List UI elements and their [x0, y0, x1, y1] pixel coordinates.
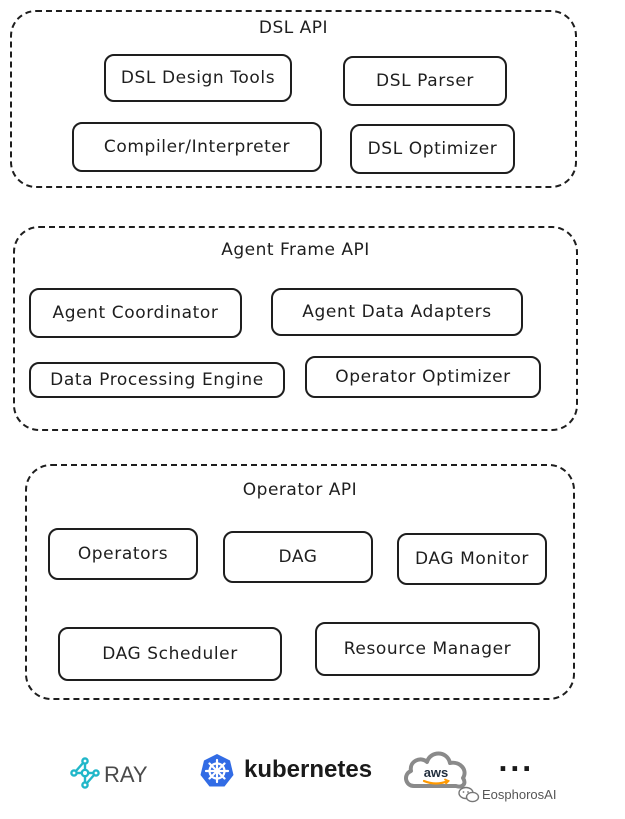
aws-logo-text: aws [424, 765, 449, 780]
wechat-icon [458, 786, 480, 803]
kubernetes-logo-text: kubernetes [244, 756, 373, 783]
component-operator-optimizer: Operator Optimizer [305, 356, 541, 398]
dsl-api-layer: DSL API [10, 10, 577, 188]
component-dsl-design-tools: DSL Design Tools [104, 54, 292, 102]
ray-icon [70, 757, 100, 789]
more-indicator: ... [498, 748, 534, 778]
operator-api-layer: Operator API [25, 464, 575, 700]
component-dag-monitor: DAG Monitor [397, 533, 547, 585]
component-dsl-parser: DSL Parser [343, 56, 507, 106]
layer-title: Operator API [242, 480, 358, 500]
watermark-text: EosphorosAI [482, 787, 557, 802]
component-agent-coordinator: Agent Coordinator [29, 288, 242, 338]
component-dsl-optimizer: DSL Optimizer [350, 124, 515, 174]
component-data-processing-engine: Data Processing Engine [29, 362, 285, 398]
kubernetes-icon [200, 754, 234, 787]
component-compiler-interpreter: Compiler/Interpreter [72, 122, 322, 172]
component-dag: DAG [223, 531, 373, 583]
component-agent-data-adapters: Agent Data Adapters [271, 288, 523, 336]
aws-cloud-icon: aws [404, 751, 467, 789]
component-operators: Operators [48, 528, 198, 580]
agent-frame-api-layer: Agent Frame API [13, 226, 578, 431]
component-dag-scheduler: DAG Scheduler [58, 627, 282, 681]
ray-logo-text: RAY [104, 762, 148, 787]
component-resource-manager: Resource Manager [315, 622, 540, 676]
layer-title: Agent Frame API [221, 240, 370, 260]
layer-title: DSL API [258, 18, 329, 38]
